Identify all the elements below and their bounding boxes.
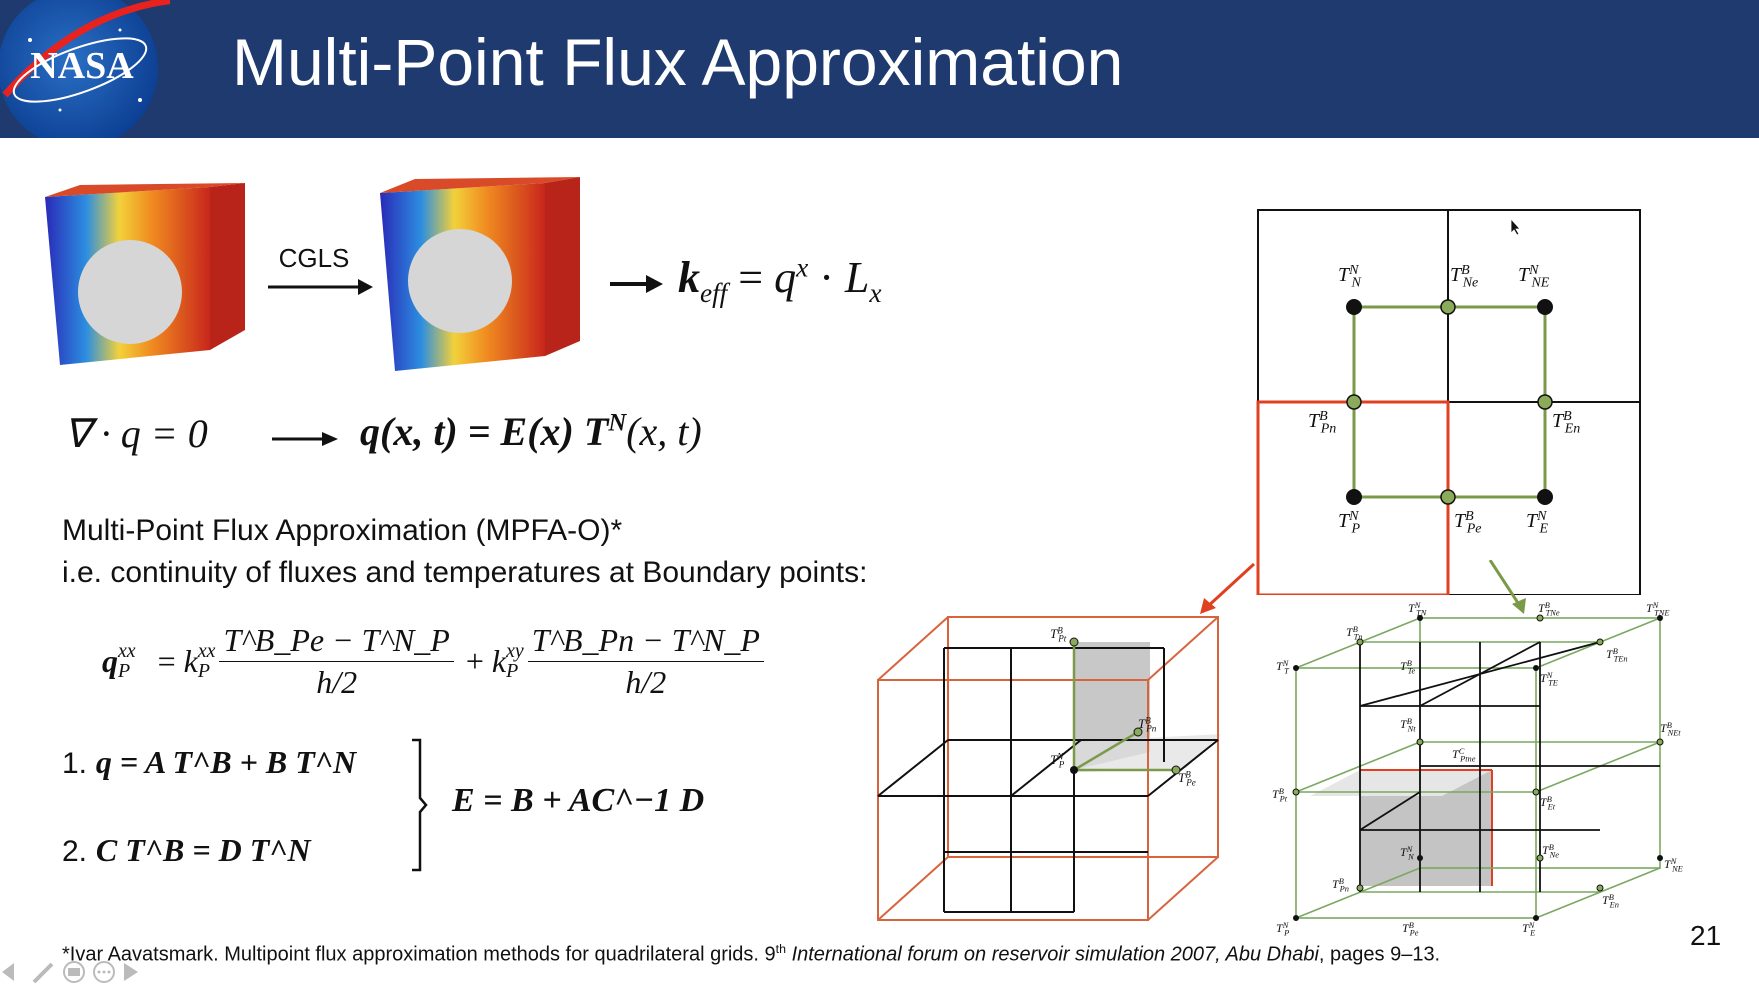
mpfa-heading: Multi-Point Flux Approximation (MPFA-O)* (62, 514, 623, 547)
svg-text:TNE: TNE (1522, 921, 1535, 938)
cursor-icon (1510, 218, 1521, 236)
mpfa-description: i.e. continuity of fluxes and temperatur… (62, 556, 868, 589)
slide-title: Multi-Point Flux Approximation (232, 25, 1124, 99)
svg-text:TNT: TNT (1276, 659, 1290, 676)
slides-icon[interactable] (63, 961, 85, 983)
pen-icon[interactable] (32, 962, 54, 984)
svg-text:TNN: TNN (1400, 845, 1414, 862)
e-matrix-equation: E = B + AC^−1 D (452, 782, 705, 819)
nav-forward-icon[interactable] (124, 963, 138, 981)
nav-back-icon[interactable] (2, 963, 14, 981)
system-eq-1: 1. q = A T^B + B T^N (62, 744, 357, 780)
cube-after (380, 177, 580, 371)
svg-text:TNP: TNP (1276, 921, 1289, 938)
divergence-equation: ∇ · q = 0 (64, 411, 208, 456)
cgls-label: CGLS (279, 243, 350, 273)
nasa-logo: NASA (0, 0, 170, 138)
arrow-right-icon (272, 432, 338, 446)
keff-equation: keff = qx · Lx (678, 252, 882, 308)
system-eq-2: 2. C T^B = D T^N (62, 832, 311, 868)
slide-nav-controls (2, 961, 138, 984)
svg-text:NASA: NASA (30, 45, 134, 87)
cube-before (45, 183, 245, 365)
right-bracket-icon (412, 738, 428, 872)
more-icon[interactable] (93, 961, 115, 983)
cube-illustrations: CGLS (45, 177, 580, 371)
flux-equation: q(x, t) = E(x) TN(x, t) (360, 409, 702, 454)
header-bar: NASA Multi-Point Flux Approximation (0, 0, 1759, 138)
connector-arrows (1200, 560, 1526, 614)
arrow-right-icon (610, 275, 663, 293)
cgls-arrow (268, 279, 373, 295)
footnote-citation: *Ivar Aavatsmark. Multipoint flux approx… (62, 942, 1441, 966)
page-number: 21 (1690, 920, 1722, 951)
